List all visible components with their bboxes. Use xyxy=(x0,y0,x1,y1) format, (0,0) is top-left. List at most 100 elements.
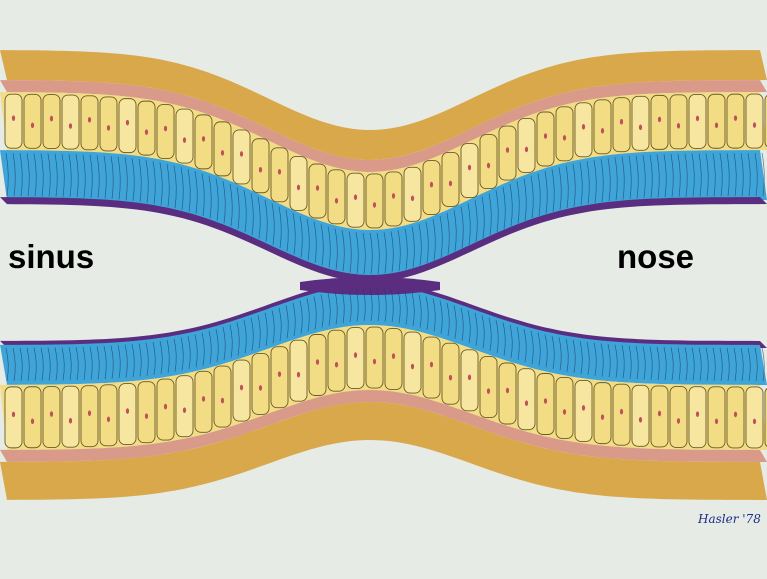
top-cell xyxy=(328,170,345,224)
top-nucleus xyxy=(449,181,452,187)
top-nucleus xyxy=(221,150,224,156)
bottom-nucleus xyxy=(468,375,471,381)
bottom-nucleus xyxy=(563,409,566,415)
bottom-cell xyxy=(328,330,345,391)
bottom-cell xyxy=(366,327,383,388)
ostium-constriction xyxy=(300,277,440,295)
top-cell xyxy=(271,148,288,202)
bottom-cell xyxy=(746,387,763,448)
top-nucleus xyxy=(658,117,661,123)
top-nucleus xyxy=(88,117,91,123)
bottom-cell xyxy=(176,376,193,437)
bottom-nucleus xyxy=(715,419,718,425)
bottom-cell xyxy=(499,363,516,424)
bottom-nucleus xyxy=(620,409,623,415)
top-cell xyxy=(252,139,269,193)
top-cell xyxy=(24,94,41,148)
top-nucleus xyxy=(430,182,433,188)
top-nucleus xyxy=(715,122,718,128)
top-nucleus xyxy=(354,194,357,200)
sinus-label: sinus xyxy=(8,240,94,273)
top-nucleus xyxy=(164,126,167,132)
bottom-cell xyxy=(5,387,22,448)
bottom-cell xyxy=(119,384,136,445)
bottom-cell xyxy=(100,385,117,446)
bottom-cell xyxy=(214,366,231,427)
bottom-cell xyxy=(613,384,630,445)
top-cell xyxy=(119,99,136,153)
top-cell xyxy=(214,122,231,176)
top-nucleus xyxy=(582,124,585,130)
bottom-cell xyxy=(62,386,79,447)
bottom-nucleus xyxy=(430,362,433,368)
bottom-nucleus xyxy=(658,411,661,417)
bottom-cell xyxy=(461,350,478,411)
bottom-cell xyxy=(537,374,554,435)
top-nucleus xyxy=(297,185,300,191)
top-nucleus xyxy=(677,123,680,129)
top-cell xyxy=(537,112,554,166)
bottom-cell xyxy=(594,383,611,444)
top-nucleus xyxy=(392,193,395,199)
bottom-cell xyxy=(404,332,421,393)
bottom-cell xyxy=(518,369,535,430)
bottom-cell xyxy=(271,347,288,408)
top-cell xyxy=(651,95,668,149)
bottom-nucleus xyxy=(753,419,756,425)
top-cell xyxy=(233,130,250,184)
top-nucleus xyxy=(639,125,642,131)
top-cell xyxy=(423,161,440,215)
top-cell xyxy=(347,173,364,227)
top-cell xyxy=(290,156,307,210)
top-nucleus xyxy=(316,185,319,191)
bottom-cell xyxy=(480,357,497,418)
bottom-nucleus xyxy=(88,410,91,416)
top-cell xyxy=(157,105,174,159)
top-nucleus xyxy=(50,116,53,122)
top-nucleus xyxy=(506,147,509,153)
top-nucleus xyxy=(278,169,281,175)
bottom-nucleus xyxy=(487,388,490,394)
bottom-nucleus xyxy=(164,404,167,410)
bottom-nucleus xyxy=(449,375,452,381)
top-cell xyxy=(5,94,22,148)
top-cell xyxy=(518,118,535,172)
nose-label: nose xyxy=(617,240,694,273)
bottom-cell xyxy=(347,328,364,389)
top-nucleus xyxy=(259,167,262,173)
bottom-nucleus xyxy=(183,407,186,413)
top-cell xyxy=(442,152,459,206)
top-nucleus xyxy=(734,115,737,121)
bottom-cell xyxy=(689,387,706,448)
bottom-nucleus xyxy=(639,417,642,423)
top-cell xyxy=(746,94,763,148)
bottom-cell xyxy=(43,387,60,448)
bottom-cell xyxy=(309,334,326,395)
top-cell xyxy=(385,172,402,226)
top-nucleus xyxy=(31,123,34,129)
bottom-nucleus xyxy=(696,411,699,417)
top-cell xyxy=(689,94,706,148)
bottom-nucleus xyxy=(145,413,148,419)
top-nucleus xyxy=(145,129,148,135)
bottom-nucleus xyxy=(12,412,15,418)
bottom-cell xyxy=(556,377,573,438)
top-cell xyxy=(613,98,630,152)
top-cell xyxy=(632,96,649,150)
bottom-cell xyxy=(138,382,155,443)
bottom-cell xyxy=(290,340,307,401)
bottom-nucleus xyxy=(506,388,509,394)
bottom-cell xyxy=(575,380,592,441)
bottom-cell xyxy=(157,379,174,440)
bottom-nucleus xyxy=(373,359,376,365)
artist-signature: Hasler '78 xyxy=(698,512,761,526)
top-nucleus xyxy=(487,163,490,169)
top-cell xyxy=(461,144,478,198)
top-nucleus xyxy=(525,147,528,153)
bottom-nucleus xyxy=(354,352,357,358)
top-cell xyxy=(404,167,421,221)
bottom-nucleus xyxy=(411,364,414,370)
top-cell xyxy=(176,109,193,163)
bottom-cell xyxy=(195,371,212,432)
